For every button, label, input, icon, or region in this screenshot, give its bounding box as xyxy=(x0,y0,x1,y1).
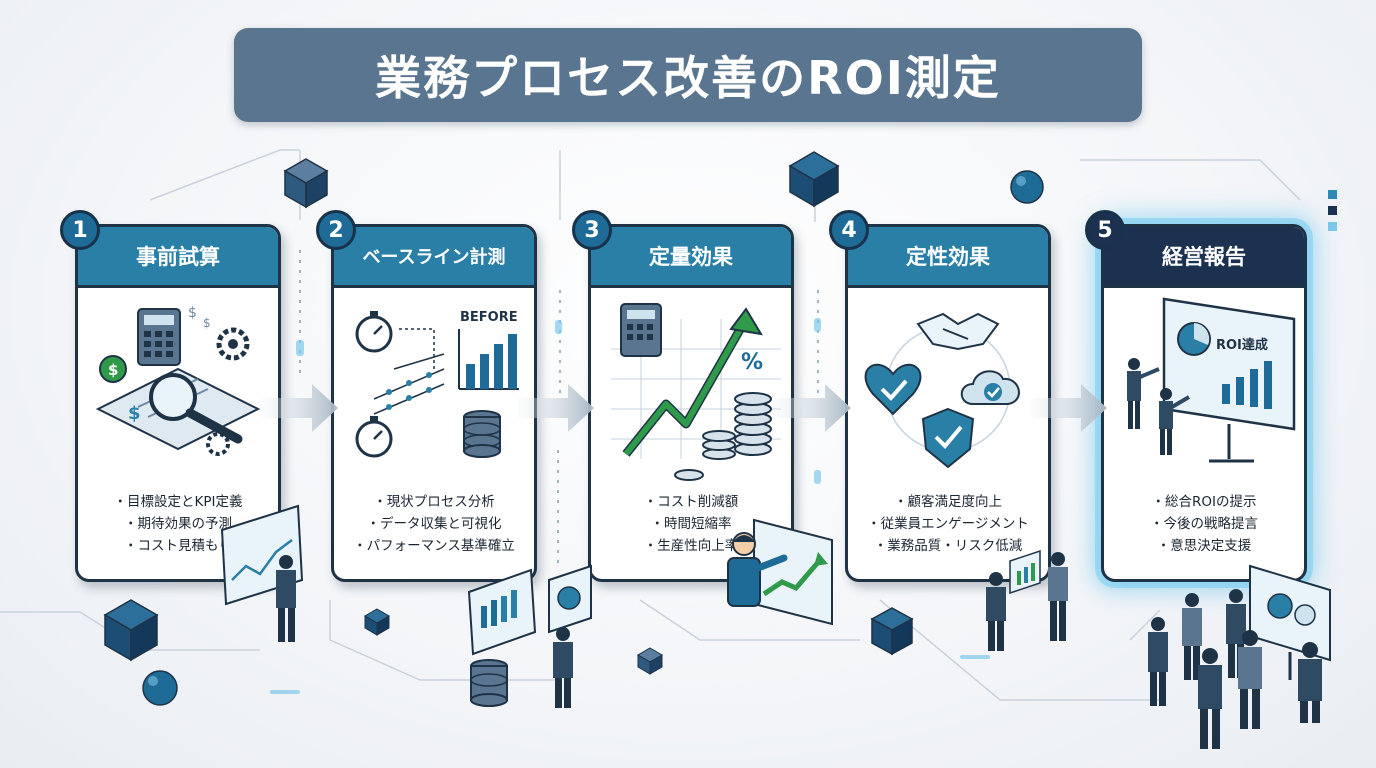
title-banner: 業務プロセス改善のROI測定 xyxy=(234,28,1142,122)
growth-presenter-illustration xyxy=(727,518,833,626)
cube-decoration xyxy=(870,607,914,656)
qualitative-illustration xyxy=(864,312,1020,469)
cube-decoration xyxy=(283,158,329,209)
before-label: BEFORE xyxy=(460,310,518,325)
baseline-illustration: BEFORE xyxy=(355,310,519,458)
flow-arrow-icon xyxy=(1031,384,1107,432)
svg-text:$: $ xyxy=(128,403,141,424)
step-number-badge: 5 xyxy=(1085,210,1125,250)
sphere-decoration xyxy=(1010,170,1044,204)
stopwatch-icon xyxy=(355,311,393,458)
step-bullets: 総合ROIの提示 今後の戦略提言 意思決定支援 xyxy=(1104,491,1304,557)
coin-stack-icon xyxy=(674,392,772,481)
cube-decoration xyxy=(364,608,390,636)
team-discussion-illustration xyxy=(986,549,1068,651)
cube-decoration xyxy=(637,647,663,675)
bullet-item: コスト見積もり xyxy=(78,535,278,557)
svg-text:$: $ xyxy=(188,305,197,321)
presenters-icon xyxy=(1127,358,1191,455)
flow-arrow-icon xyxy=(775,384,851,432)
step-bullets: 目標設定とKPI定義 期待効果の予測 コスト見積もり xyxy=(78,491,278,557)
cube-decoration xyxy=(788,151,840,208)
executive-meeting-illustration xyxy=(1148,564,1331,749)
cloud-check-icon xyxy=(960,370,1020,405)
quantitative-illustration: % xyxy=(611,303,781,481)
bar-chart-icon xyxy=(458,329,519,390)
step-heading: 経営報告 xyxy=(1104,227,1304,288)
rising-arrow-icon xyxy=(622,307,763,457)
step-heading: 事前試算 xyxy=(78,227,278,288)
bullet-item: パフォーマンス基準確立 xyxy=(334,535,534,557)
step-number-badge: 1 xyxy=(60,210,100,250)
bullet-item: 現状プロセス分析 xyxy=(334,491,534,513)
step-number-badge: 2 xyxy=(316,210,356,250)
executive-report-illustration: ROI達成 xyxy=(1127,297,1296,463)
step-heading: 定性効果 xyxy=(848,227,1048,288)
svg-text:$: $ xyxy=(203,316,211,330)
flow-arrow-icon xyxy=(518,384,594,432)
presentation-monitor-icon: ROI達成 xyxy=(1162,297,1296,463)
bullet-item: 生産性向上率 xyxy=(591,535,791,557)
cube-decoration xyxy=(103,599,159,662)
shield-check-icon xyxy=(921,407,975,469)
bullet-item: 期待効果の予測 xyxy=(78,513,278,535)
bullet-item: 業務品質・リスク低減 xyxy=(848,535,1048,557)
step-bullets: 現状プロセス分析 データ収集と可視化 パフォーマンス基準確立 xyxy=(334,491,534,557)
step-bullets: 顧客満足度向上 従業員エンゲージメント 業務品質・リスク低減 xyxy=(848,491,1048,557)
sphere-decoration xyxy=(142,670,178,706)
dashboard-scene-illustration xyxy=(467,564,592,708)
bullet-item: 顧客満足度向上 xyxy=(848,491,1048,513)
bullet-item: 目標設定とKPI定義 xyxy=(78,491,278,513)
analyst-with-chart-illustration xyxy=(220,504,304,642)
dollar-coin-icon: $ $ $ xyxy=(99,305,211,383)
calculator-icon xyxy=(620,303,662,357)
bullet-item: 総合ROIの提示 xyxy=(1104,491,1304,513)
svg-text:$: $ xyxy=(108,361,118,379)
bullet-item: 時間短縮率 xyxy=(591,513,791,535)
database-icon xyxy=(463,410,501,458)
bullet-item: 意思決定支援 xyxy=(1104,535,1304,557)
step-card-4: 定性効果 顧客満足度向上 従業員エンゲージメント 業務品質・リスク低減 xyxy=(845,224,1051,582)
handshake-icon xyxy=(916,312,1000,351)
step-bullets: コスト削減額 時間短縮率 生産性向上率 xyxy=(591,491,791,557)
percent-icon: % xyxy=(741,350,763,375)
budget-estimate-illustration: $ $ $ $ xyxy=(95,305,261,456)
step-card-2: ベースライン計測 BEFORE xyxy=(331,224,537,582)
calculator-icon xyxy=(137,308,181,366)
flow-arrow-icon xyxy=(262,384,338,432)
page-title: 業務プロセス改善のROI測定 xyxy=(375,51,1001,105)
step-heading: ベースライン計測 xyxy=(334,227,534,288)
step-card-3: 定量効果 % xyxy=(588,224,794,582)
bullet-item: 従業員エンゲージメント xyxy=(848,513,1048,535)
bullet-item: データ収集と可視化 xyxy=(334,513,534,535)
magnifier-icon xyxy=(149,373,243,444)
heart-check-icon xyxy=(864,363,922,416)
bullet-item: コスト削減額 xyxy=(591,491,791,513)
gear-icon xyxy=(206,327,250,456)
roi-label: ROI達成 xyxy=(1216,337,1268,353)
step-heading: 定量効果 xyxy=(591,227,791,288)
step-number-badge: 3 xyxy=(572,210,612,250)
bullet-item: 今後の戦略提言 xyxy=(1104,513,1304,535)
step-card-5: 経営報告 ROI達成 総合ROIの提示 今後の戦略提言 意思決定支援 xyxy=(1101,224,1307,582)
step-number-badge: 4 xyxy=(829,210,869,250)
